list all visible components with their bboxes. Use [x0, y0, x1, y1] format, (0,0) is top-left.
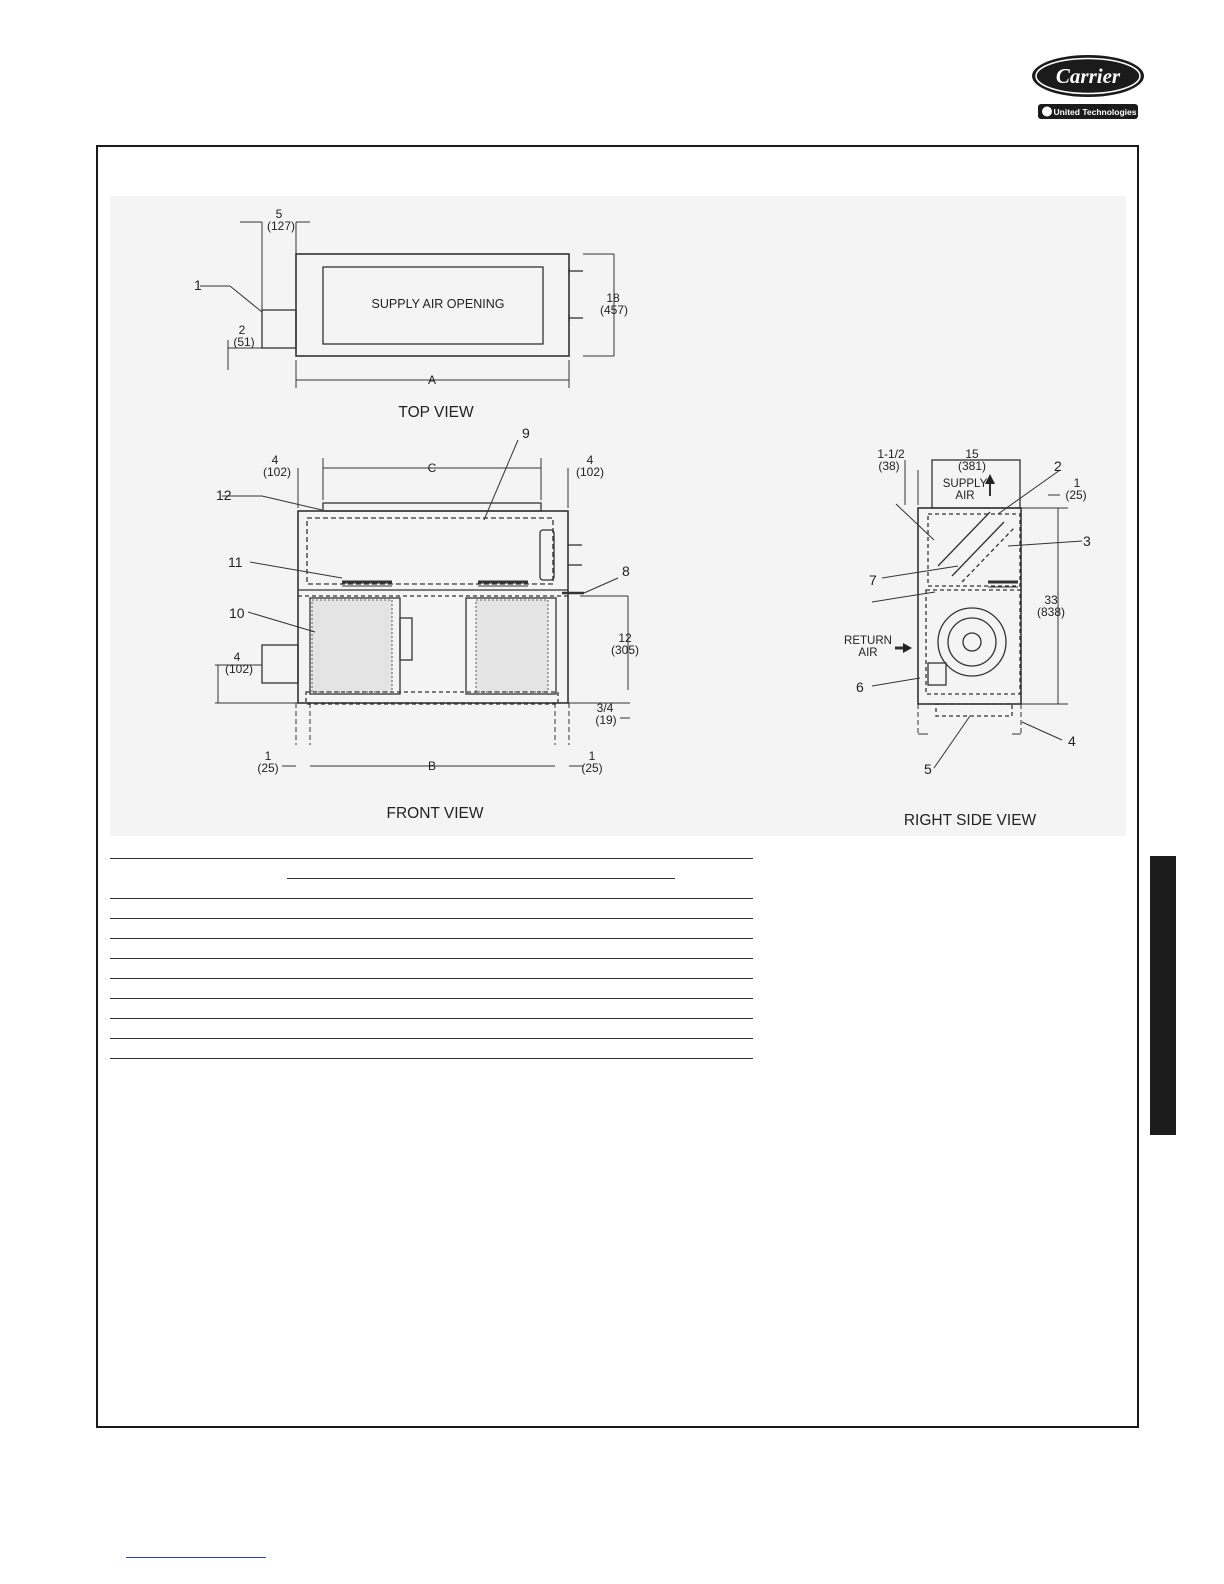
- svg-text:Carrier: Carrier: [1056, 64, 1121, 88]
- svg-text:United Technologies: United Technologies: [1054, 107, 1137, 117]
- front-dim-left: 4: [272, 453, 279, 467]
- section-side-tab: [1150, 856, 1176, 1135]
- table-row: [110, 1038, 753, 1059]
- side-dim-top: 1: [1074, 476, 1081, 490]
- front-dim-leg: 3/4: [597, 701, 614, 715]
- callout-9: 9: [522, 425, 530, 441]
- top-dim-depth: 18: [606, 291, 620, 305]
- table-header-group: [520, 858, 675, 879]
- callout-8: 8: [622, 563, 630, 579]
- callout-12: 12: [216, 487, 232, 503]
- callout-11: 11: [228, 554, 243, 570]
- front-dim-left-mm: (102): [263, 465, 291, 479]
- top-dim-small: 2: [239, 323, 246, 337]
- top-dim-depth-mm: (457): [600, 303, 628, 317]
- footer-link-underline[interactable]: [126, 1557, 266, 1558]
- front-dim-left-leg-mm: (25): [257, 761, 278, 775]
- table-subheader-cell: [287, 878, 364, 899]
- front-dim-b: B: [428, 759, 436, 773]
- table-row: [110, 1018, 753, 1039]
- front-view: [215, 439, 630, 767]
- unit-dimension-drawing: 5 (127) 2 (51) 18 (457) A SUPPLY AIR OPE…: [110, 196, 1126, 836]
- top-dim-left: 5: [276, 207, 283, 221]
- top-dim-width: A: [428, 373, 436, 387]
- callout-6: 6: [856, 679, 864, 695]
- supply-air-opening-label: SUPPLY AIR OPENING: [372, 297, 505, 311]
- table-subheader-cell: [520, 878, 598, 899]
- dimensions-table: [110, 858, 753, 1059]
- table-row: [110, 898, 753, 919]
- callout-1: 1: [194, 277, 202, 293]
- callout-4: 4: [1068, 733, 1076, 749]
- table-header-cell: [110, 858, 187, 899]
- callout-2: 2: [1054, 458, 1062, 474]
- front-dim-height: 12: [618, 631, 632, 645]
- callout-10: 10: [229, 605, 245, 621]
- table-subheader-cell: [598, 878, 675, 899]
- top-dim-left-mm: (127): [267, 219, 295, 233]
- front-dim-right-leg: 1: [589, 749, 596, 763]
- table-header-cell: [187, 858, 287, 899]
- side-dim-height-mm: (838): [1037, 605, 1065, 619]
- front-dim-leg-mm: (19): [595, 713, 616, 727]
- carrier-logo: Carrier United Technologies: [1032, 55, 1144, 119]
- table-row: [110, 918, 753, 939]
- table-subheader-cell: [441, 878, 520, 899]
- table-header-cell: [675, 858, 753, 899]
- callout-7: 7: [869, 572, 877, 588]
- front-dim-left-leg: 1: [265, 749, 272, 763]
- front-dim-c: C: [428, 461, 437, 475]
- callout-3: 3: [1083, 533, 1091, 549]
- callout-5: 5: [924, 761, 932, 777]
- table-header-group: [287, 858, 520, 879]
- side-dim-offset-mm: (38): [878, 459, 899, 473]
- side-dim-top-mm: (25): [1065, 488, 1086, 502]
- top-dim-small-mm: (51): [233, 335, 254, 349]
- right-side-view-title: RIGHT SIDE VIEW: [904, 812, 1037, 829]
- table-row: [110, 938, 753, 959]
- table-row: [110, 998, 753, 1019]
- side-dim-width: 15: [965, 447, 979, 461]
- top-view-title: TOP VIEW: [398, 404, 474, 421]
- table-row: [110, 958, 753, 979]
- front-dim-right-mm: (102): [576, 465, 604, 479]
- side-dim-height: 33: [1044, 593, 1058, 607]
- top-view: [200, 221, 615, 388]
- front-dim-stub-mm: (102): [225, 662, 253, 676]
- side-dim-offset: 1-1/2: [877, 447, 905, 461]
- table-row: [110, 978, 753, 999]
- front-view-title: FRONT VIEW: [386, 805, 483, 822]
- right-side-view: [871, 459, 1083, 769]
- table-subheader-cell: [364, 878, 441, 899]
- front-dim-stub: 4: [234, 650, 241, 664]
- front-dim-height-mm: (305): [611, 643, 639, 657]
- drawing-frame: [96, 145, 1139, 1428]
- side-dim-width-mm: (381): [958, 459, 986, 473]
- front-dim-right: 4: [587, 453, 594, 467]
- front-dim-right-leg-mm: (25): [581, 761, 602, 775]
